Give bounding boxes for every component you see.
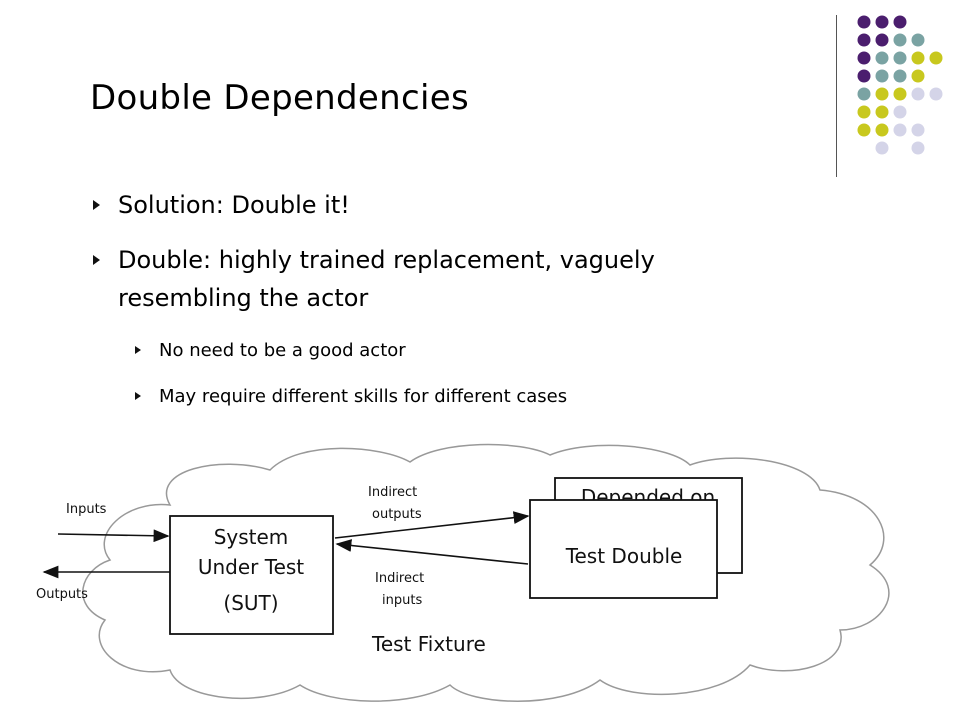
dot-r6c3 <box>893 105 907 119</box>
dot-r1c1 <box>857 15 871 29</box>
indirect-inputs-label-line2: inputs <box>382 593 422 608</box>
dot-r3c2 <box>875 51 889 65</box>
sut-label-line2: Under Test <box>198 555 304 579</box>
dot-r6c1 <box>857 105 871 119</box>
bullet-double-definition: Double: highly trained replacement, vagu… <box>93 241 793 317</box>
sub-bullet-actor: No need to be a good actor <box>135 340 406 361</box>
dot-r5c3 <box>893 87 907 101</box>
dot-r4c1 <box>857 69 871 83</box>
dot-r8c1 <box>875 141 889 155</box>
indirect-outputs-label-line1: Indirect <box>368 485 417 500</box>
test-double-diagram: Depended on Test Double System Under Tes… <box>36 443 890 702</box>
sut-label-line1: System <box>214 525 289 549</box>
dot-r3c1 <box>857 51 871 65</box>
indirect-inputs-label-line1: Indirect <box>375 571 424 586</box>
dot-r5c4 <box>911 87 925 101</box>
bullet-text: Double: highly trained replacement, vagu… <box>118 246 655 312</box>
dot-r4c4 <box>911 69 925 83</box>
bullet-text: Solution: Double it! <box>118 191 350 219</box>
dot-r1c3 <box>893 15 907 29</box>
outputs-label: Outputs <box>36 587 88 602</box>
dot-r2c1 <box>857 33 871 47</box>
indirect-outputs-label-line2: outputs <box>372 507 422 522</box>
test-double-box: Test Double <box>529 499 718 599</box>
bullet-solution: Solution: Double it! <box>93 191 350 219</box>
dot-r7c1 <box>857 123 871 137</box>
dot-r8c2 <box>911 141 925 155</box>
indirect-inputs-arrow <box>335 539 529 565</box>
dot-r5c1 <box>857 87 871 101</box>
slide-title: Double Dependencies <box>90 78 469 118</box>
bullet-arrow-icon <box>93 255 100 265</box>
sub-bullet-arrow-icon <box>135 346 141 354</box>
dot-r3c5 <box>929 51 943 65</box>
dot-r2c3 <box>893 33 907 47</box>
dot-r5c2 <box>875 87 889 101</box>
test-fixture-label: Test Fixture <box>371 632 486 656</box>
sub-bullet-text: May require different skills for differe… <box>159 386 568 407</box>
sub-bullet-arrow-icon <box>135 392 141 400</box>
dot-r7c4 <box>911 123 925 137</box>
vertical-divider <box>836 15 837 177</box>
dot-r3c3 <box>893 51 907 65</box>
dot-r7c2 <box>875 123 889 137</box>
sub-bullet-text: No need to be a good actor <box>159 340 406 361</box>
dot-r2c2 <box>875 33 889 47</box>
dot-r4c2 <box>875 69 889 83</box>
bullet-arrow-icon <box>93 200 100 210</box>
dot-r3c4 <box>911 51 925 65</box>
dot-r4c3 <box>893 69 907 83</box>
sut-label-line3: (SUT) <box>223 591 278 615</box>
inputs-label: Inputs <box>66 502 107 517</box>
dot-r5c5 <box>929 87 943 101</box>
inputs-arrow <box>57 529 170 543</box>
test-double-label: Test Double <box>565 544 683 568</box>
dot-r2c4 <box>911 33 925 47</box>
decorative-dot-grid <box>857 15 943 155</box>
dot-r6c2 <box>875 105 889 119</box>
indirect-outputs-arrow <box>334 511 530 539</box>
dot-r7c3 <box>893 123 907 137</box>
sut-box: System Under Test (SUT) <box>169 515 334 635</box>
sub-bullet-skills: May require different skills for differe… <box>135 386 567 407</box>
dot-r1c2 <box>875 15 889 29</box>
